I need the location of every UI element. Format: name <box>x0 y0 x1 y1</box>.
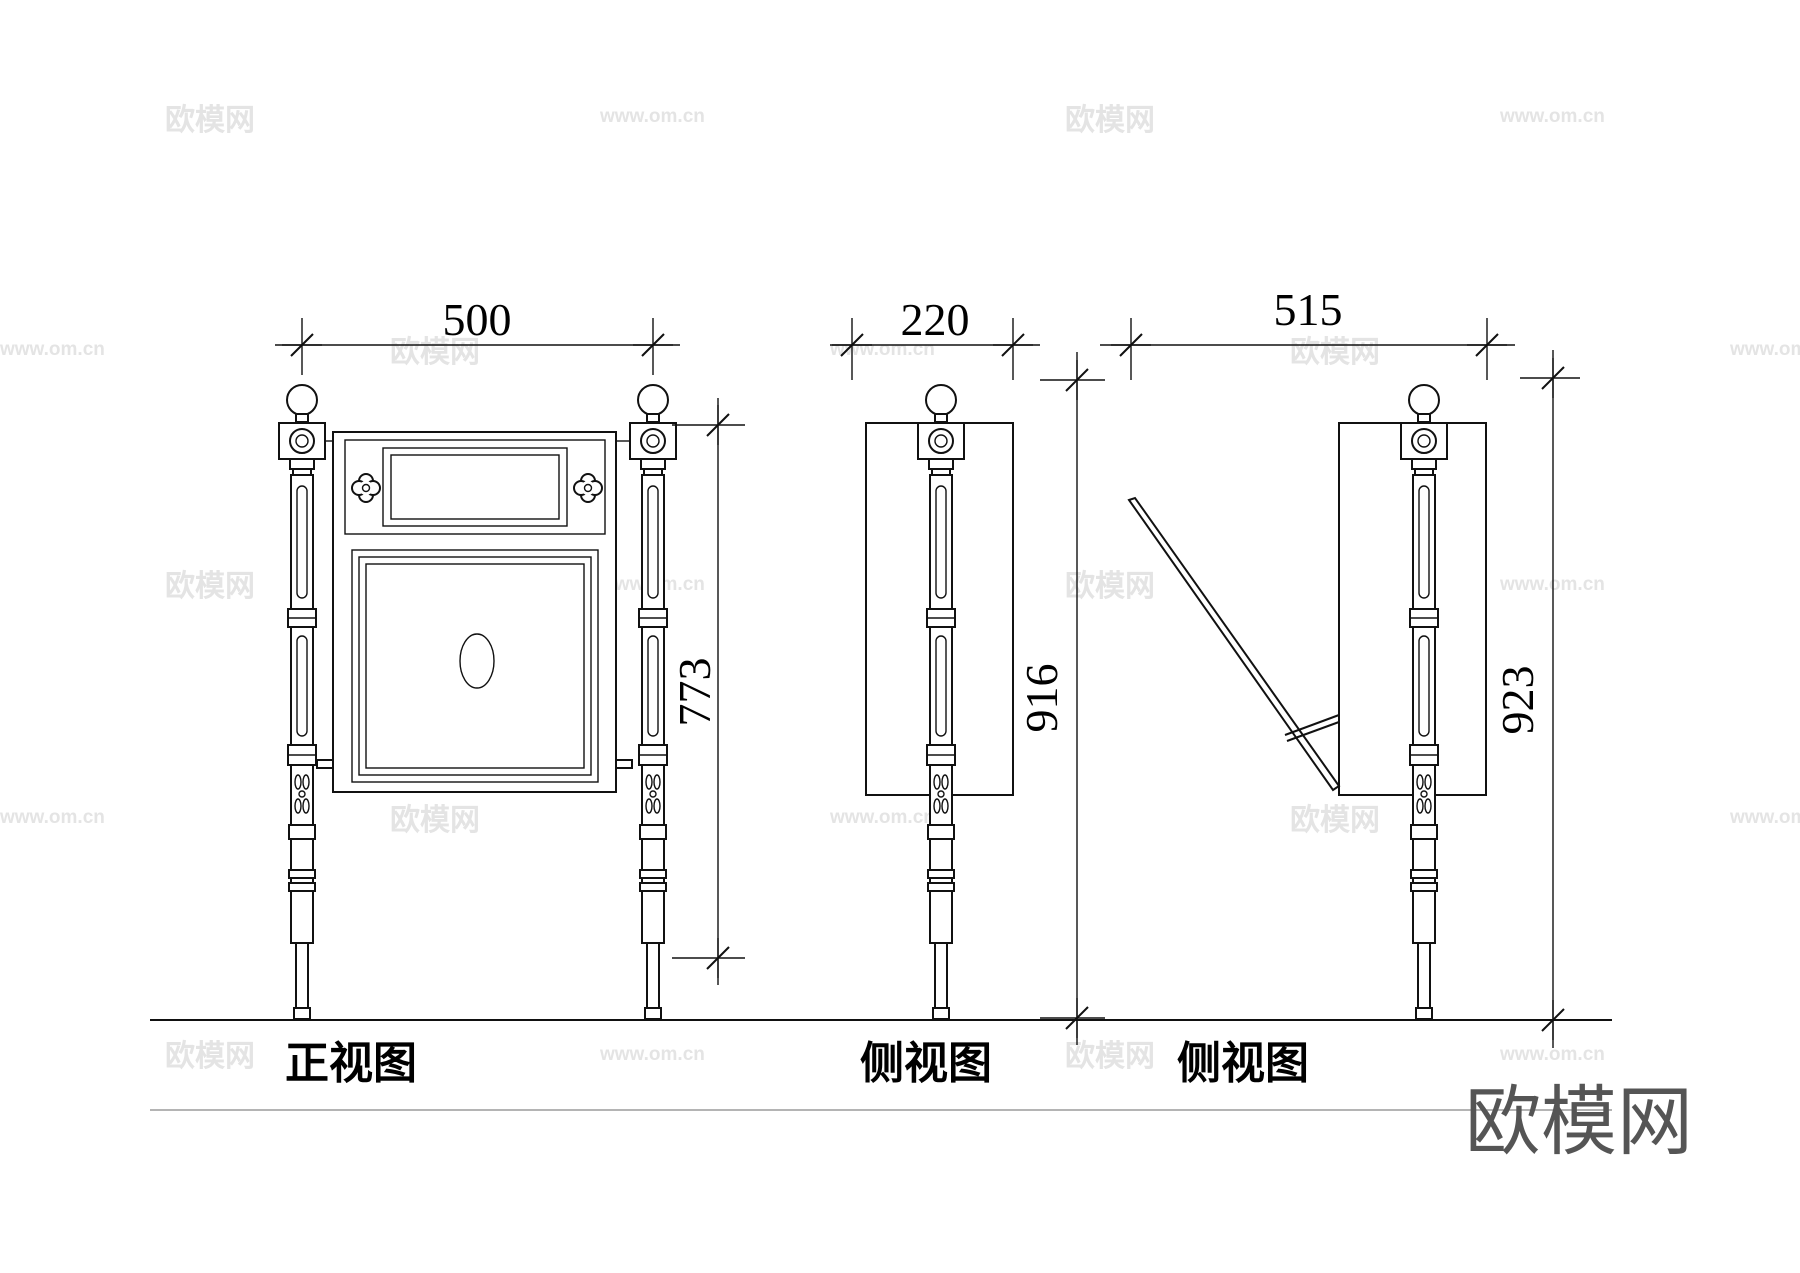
watermark-brand: 欧模网 <box>1065 1039 1155 1074</box>
front-view-label: 正视图 <box>285 1038 417 1089</box>
watermark-brand: 欧模网 <box>390 803 480 838</box>
watermark-url: www.om.cn <box>829 807 935 828</box>
front-width-dimension: 500 <box>275 294 680 375</box>
watermark-url: www.om.cn <box>0 807 105 828</box>
front-height-dimension: 773 <box>669 398 745 985</box>
side-height-dimension: 916 <box>1016 352 1105 1045</box>
side-view-open-label: 侧视图 <box>1177 1038 1309 1089</box>
watermark-url: www.om.cn <box>1499 106 1605 127</box>
watermark-url: www.om.cn <box>1729 339 1800 360</box>
watermark-brand: 欧模网 <box>165 1039 255 1074</box>
watermark-brand: 欧模网 <box>165 569 255 604</box>
watermark-url: www.om.cn <box>1729 807 1800 828</box>
watermark-brand: 欧模网 <box>165 103 255 138</box>
side-view-label: 侧视图 <box>860 1038 992 1089</box>
front-height-label: 773 <box>669 658 720 727</box>
front-panel-frame <box>332 431 617 793</box>
side-view <box>865 384 1014 1020</box>
watermark-url: www.om.cn <box>829 339 935 360</box>
side-view-open <box>1127 384 1487 1020</box>
watermark-brand: 欧模网 <box>1290 803 1380 838</box>
watermark-brand: 欧模网 <box>390 335 480 370</box>
side-open-height-label: 923 <box>1492 666 1543 735</box>
side-width-label: 220 <box>901 294 970 345</box>
brand-logo: 欧模网 <box>1465 1077 1693 1166</box>
watermark-url: www.om.cn <box>1499 1044 1605 1065</box>
side-width-dimension: 220 <box>830 294 1040 380</box>
watermark-layer: 欧模网 www.om.cn 欧模网 www.om.cn www.om.cn 欧模… <box>0 103 1800 1074</box>
watermark-brand: 欧模网 <box>1065 103 1155 138</box>
watermark-url: www.om.cn <box>599 1044 705 1065</box>
front-view <box>278 384 677 1020</box>
watermark-brand: 欧模网 <box>1290 335 1380 370</box>
open-door-panel <box>1127 496 1341 792</box>
watermark-url: www.om.cn <box>599 106 705 127</box>
watermark-url: www.om.cn <box>0 339 105 360</box>
post-left <box>278 384 326 1020</box>
emblem-oval <box>459 633 495 689</box>
side-open-width-label: 515 <box>1274 284 1343 335</box>
watermark-brand: 欧模网 <box>1065 569 1155 604</box>
watermark-url: www.om.cn <box>1499 574 1605 595</box>
front-width-label: 500 <box>443 294 512 345</box>
side-open-height-dimension: 923 <box>1492 350 1580 1048</box>
side-height-label: 916 <box>1016 664 1067 733</box>
side-open-width-dimension: 515 <box>1100 284 1515 380</box>
